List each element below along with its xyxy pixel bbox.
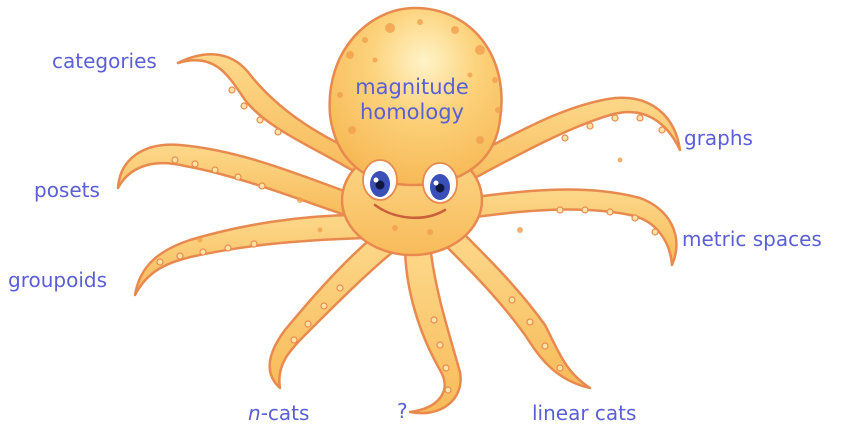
label-linear-cats: linear cats bbox=[532, 403, 636, 423]
label-graphs: graphs bbox=[684, 128, 753, 148]
tentacle-linear-cats bbox=[440, 232, 590, 388]
label-question: ? bbox=[397, 401, 408, 421]
label-categories: categories bbox=[52, 51, 157, 71]
tentacle-metric-spaces bbox=[452, 189, 676, 265]
label-n-cats-prefix: n bbox=[248, 401, 261, 425]
label-metric-spaces: metric spaces bbox=[682, 229, 822, 249]
label-n-cats-suffix: -cats bbox=[261, 401, 310, 425]
label-groupoids: groupoids bbox=[8, 270, 107, 290]
label-n-cats: n-cats bbox=[248, 403, 309, 423]
tentacle-n-cats bbox=[270, 235, 395, 388]
tentacle-question bbox=[405, 245, 461, 413]
head-label: magnitude homology bbox=[312, 75, 512, 125]
head-label-line1: magnitude bbox=[312, 75, 512, 100]
label-posets: posets bbox=[34, 180, 100, 200]
head-label-line2: homology bbox=[312, 100, 512, 125]
